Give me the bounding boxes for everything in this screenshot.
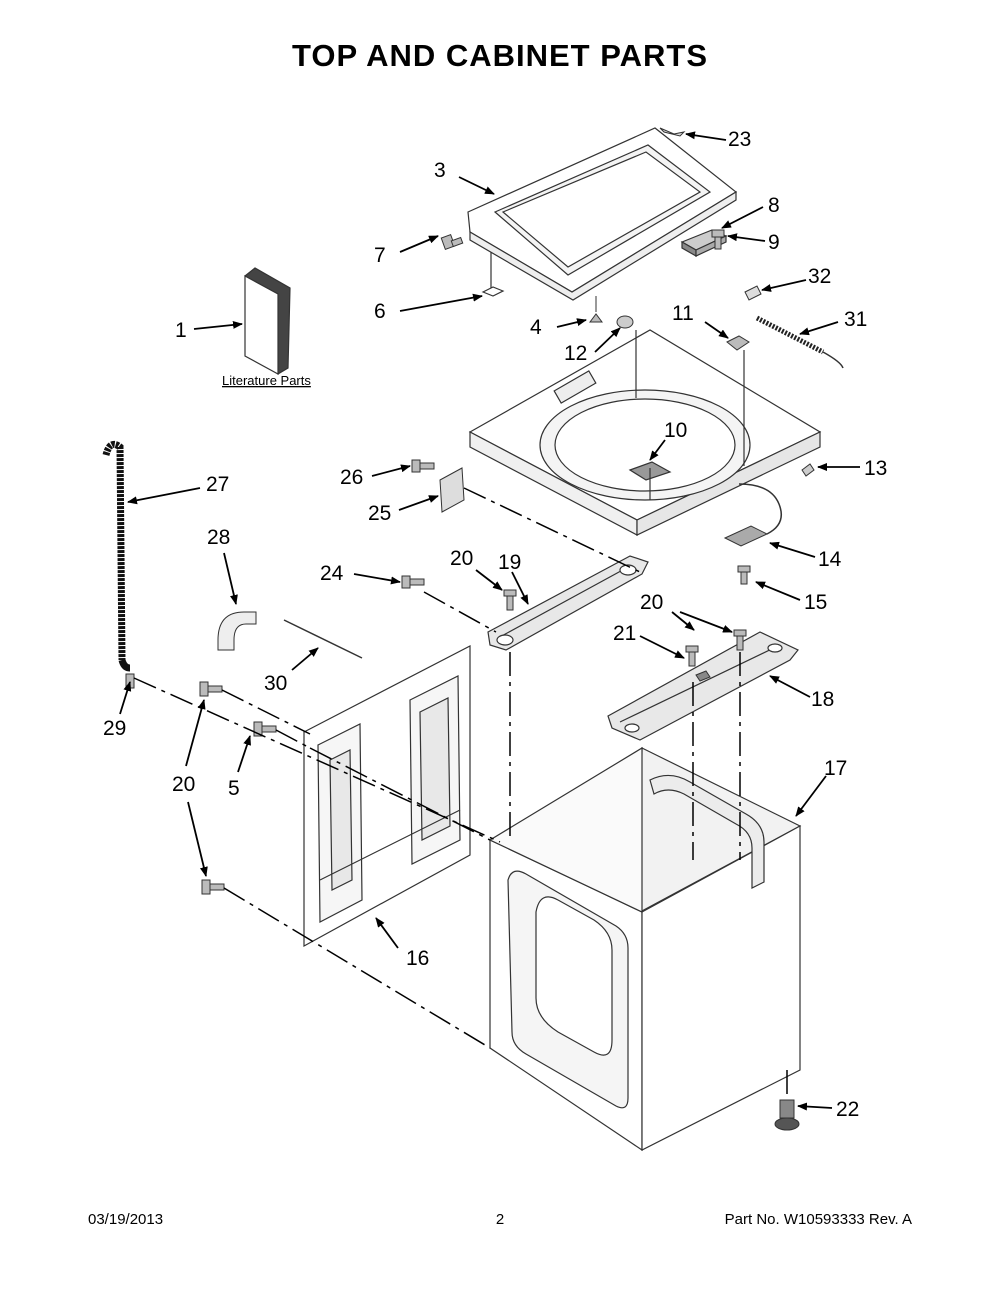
callout-10: 10: [664, 419, 687, 442]
hose-clamp: [125, 673, 135, 689]
top-panel: [468, 329, 822, 536]
callout-30: 30: [264, 672, 287, 695]
callout-25: 25: [368, 502, 391, 525]
clip-21: [695, 670, 711, 682]
literature-parts-label: Literature Parts: [222, 373, 311, 388]
leveling-foot: [774, 1099, 800, 1131]
callout-20-top: 20: [450, 547, 473, 570]
callout-26: 26: [340, 466, 363, 489]
washer-lid: [467, 127, 738, 301]
clip-13: [801, 463, 815, 477]
page-title: TOP AND CABINET PARTS: [292, 38, 708, 73]
wire-harness: [723, 483, 782, 547]
callout-9: 9: [768, 231, 780, 254]
screw-26: [411, 459, 435, 473]
callout-24: 24: [320, 562, 344, 585]
lid-clip: [659, 127, 686, 137]
screw-24: [401, 575, 425, 589]
callout-28: 28: [207, 526, 230, 549]
callout-29: 29: [103, 717, 126, 740]
callout-15: 15: [804, 591, 827, 614]
callout-23: 23: [728, 128, 751, 151]
footer-page-number: 2: [495, 1211, 505, 1228]
callout-14: 14: [818, 548, 842, 571]
literature-booklet: [244, 267, 291, 376]
lid-spring: [755, 315, 825, 355]
callout-12: 12: [564, 342, 587, 365]
footer-date: 03/19/2013: [88, 1211, 164, 1228]
callout-11: 11: [672, 302, 694, 325]
screw-21: [685, 645, 699, 667]
callout-18: 18: [811, 688, 834, 711]
screw-20-left-bottom: [201, 879, 225, 895]
lid-hinge-pin: [481, 252, 505, 297]
rail-18: [607, 631, 799, 741]
tie-wire: [283, 619, 363, 659]
callout-20-right: 20: [640, 591, 663, 614]
rear-panel: [303, 645, 471, 948]
screw-20-top: [503, 589, 517, 611]
callout-16: 16: [406, 947, 429, 970]
spring-clip: [744, 285, 762, 301]
drain-hose: [102, 440, 131, 672]
bumper: [589, 313, 603, 323]
screw-20-right: [733, 629, 747, 651]
callout-22: 22: [836, 1098, 859, 1121]
callout-21: 21: [613, 622, 636, 645]
leader-arrows: [119, 131, 860, 1111]
callout-4: 4: [530, 316, 542, 339]
lock-component: [726, 335, 750, 351]
callout-19: 19: [498, 551, 521, 574]
screw-7: [440, 234, 464, 250]
callout-8: 8: [768, 194, 780, 217]
screw-20-left-top: [199, 681, 223, 697]
screw-9: [711, 229, 725, 250]
callout-17: 17: [824, 757, 847, 780]
cabinet: [488, 746, 802, 1152]
callout-3: 3: [434, 159, 446, 182]
callout-6: 6: [374, 300, 386, 323]
callout-7: 7: [374, 244, 386, 267]
screw-15: [737, 565, 751, 585]
callout-13: 13: [864, 457, 887, 480]
callout-5: 5: [228, 777, 240, 800]
callout-20-left: 20: [172, 773, 195, 796]
callout-1: 1: [175, 319, 187, 342]
callout-27: 27: [206, 473, 229, 496]
hose-connector: [217, 611, 257, 651]
callout-32: 32: [808, 265, 831, 288]
rail-19: [487, 555, 649, 651]
callout-31: 31: [844, 308, 867, 331]
screw-5: [253, 721, 277, 737]
assembly-lines: [133, 487, 788, 1100]
bracket-25: [439, 467, 465, 513]
grommet: [616, 315, 634, 329]
footer-part-number: Part No. W10593333 Rev. A: [724, 1211, 912, 1228]
